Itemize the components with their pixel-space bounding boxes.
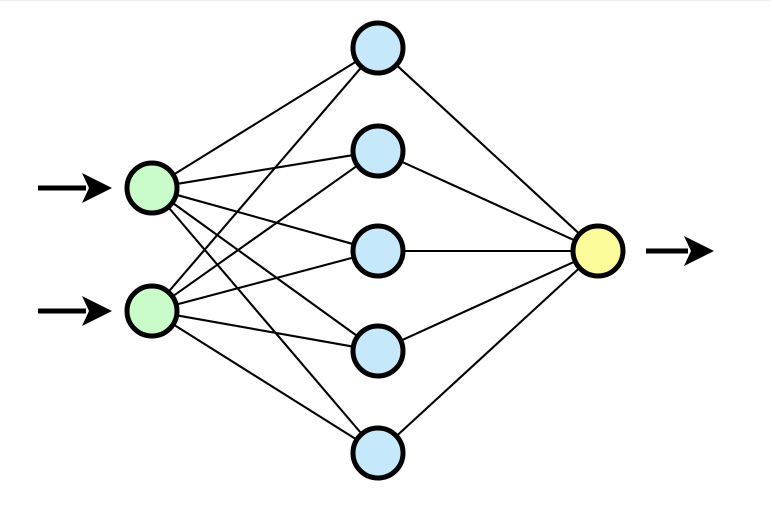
output-node-1[interactable] — [570, 223, 626, 279]
input-arrow-2 — [38, 296, 112, 326]
edge-i2-to-h2 — [170, 163, 360, 299]
input-arrow-2-head — [82, 296, 112, 326]
edge-group — [166, 59, 582, 442]
hidden-node-3[interactable] — [350, 223, 406, 279]
input-arrow-1 — [38, 173, 112, 203]
edge-i1-to-h2 — [174, 153, 356, 186]
edge-i2-to-h5 — [170, 322, 360, 442]
edge-i2-to-h4 — [174, 314, 356, 348]
edge-h4-to-o1 — [398, 259, 578, 343]
edge-i1-to-h1 — [170, 59, 360, 177]
output-arrow-1 — [646, 236, 714, 266]
node-group — [124, 20, 626, 481]
input-arrow-1-head — [82, 173, 112, 203]
hidden-node-5[interactable] — [350, 425, 406, 481]
edge-i1-to-h3 — [173, 193, 357, 246]
edge-h5-to-o1 — [394, 265, 582, 439]
hidden-node-2[interactable] — [350, 123, 406, 179]
hidden-node-1[interactable] — [350, 20, 406, 76]
input-node-2[interactable] — [124, 283, 180, 339]
edge-i2-to-h1 — [166, 64, 364, 295]
edge-i2-to-h3 — [173, 255, 357, 307]
hidden-node-4[interactable] — [350, 323, 406, 379]
edge-i1-to-h4 — [170, 200, 360, 339]
io-arrow-group — [38, 173, 714, 326]
edge-i1-to-h5 — [166, 204, 364, 437]
edge-h1-to-o1 — [394, 62, 582, 237]
output-arrow-1-head — [684, 236, 714, 266]
edge-h2-to-o1 — [398, 159, 578, 243]
input-node-1[interactable] — [124, 160, 180, 216]
